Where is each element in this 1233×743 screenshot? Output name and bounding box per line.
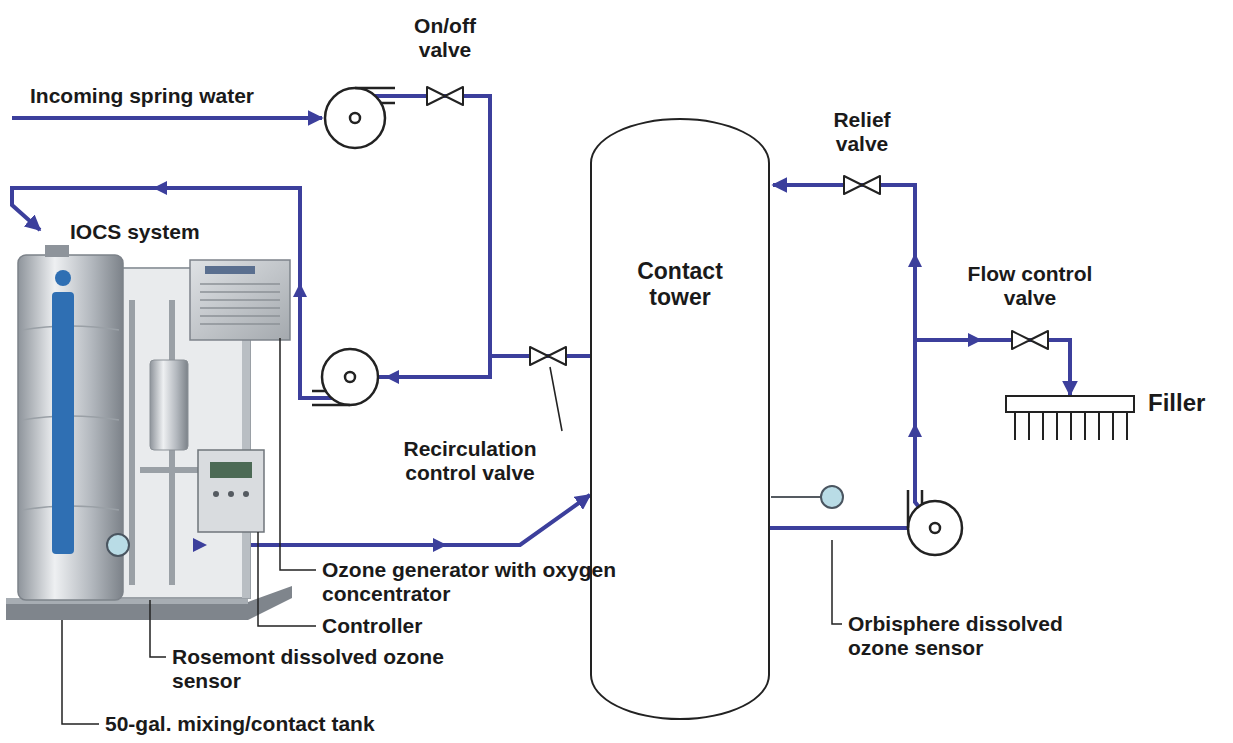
pump-hub bbox=[930, 523, 940, 533]
tank-cap bbox=[45, 245, 69, 257]
equipment-block: IOCS system bbox=[40, 215, 290, 610]
valve-label: Relief valve bbox=[817, 108, 907, 156]
sensor-label: Orbisphere dissolved ozone sensor bbox=[848, 612, 1128, 660]
leader-line bbox=[150, 600, 166, 657]
pump-hub bbox=[350, 113, 360, 123]
pump-hub bbox=[345, 372, 355, 382]
valve-symbol bbox=[862, 176, 880, 194]
node-label: Contact tower bbox=[625, 258, 735, 311]
node-label: Filler bbox=[1148, 389, 1205, 417]
leader-line bbox=[550, 367, 562, 431]
valve-symbol bbox=[844, 176, 862, 194]
generator-panel bbox=[205, 266, 255, 274]
pump-symbol bbox=[908, 501, 962, 555]
controller-display bbox=[210, 462, 252, 478]
flow-arrow bbox=[385, 370, 399, 384]
inlet-pipe bbox=[12, 116, 322, 120]
valve-label: Flow control valve bbox=[940, 262, 1120, 310]
sensor-symbol bbox=[107, 534, 129, 556]
tank-logo bbox=[55, 270, 71, 286]
skid-piping bbox=[132, 300, 198, 585]
pipe-connector bbox=[770, 340, 1070, 528]
controller-box bbox=[198, 450, 264, 532]
valve-symbol bbox=[445, 87, 463, 105]
valve-symbol bbox=[1012, 331, 1030, 349]
pump-outlet bbox=[908, 490, 922, 528]
leader-line bbox=[62, 620, 99, 724]
leader-line bbox=[258, 532, 316, 626]
controller-button bbox=[213, 491, 219, 497]
flow-arrow bbox=[433, 538, 447, 552]
oxygen-concentrator bbox=[150, 360, 188, 450]
node-label: IOCS system bbox=[70, 220, 200, 244]
valve-symbol bbox=[1030, 331, 1048, 349]
valve-symbol bbox=[427, 87, 445, 105]
flow-arrow bbox=[908, 423, 922, 437]
part-label: Ozone generator with oxygen concentrator bbox=[322, 558, 622, 606]
controller-button bbox=[228, 491, 234, 497]
filler-head: Filler bbox=[1005, 395, 1135, 413]
flow-arrow bbox=[968, 333, 982, 347]
contact-tower: Contact tower bbox=[590, 118, 770, 720]
flow-arrow bbox=[293, 283, 307, 297]
iocs-skid bbox=[6, 245, 292, 620]
pump-symbol bbox=[322, 349, 378, 405]
generator-vents bbox=[200, 284, 280, 324]
flow-arrow bbox=[193, 538, 207, 552]
leader-line bbox=[280, 338, 316, 570]
valve-label: On/off valve bbox=[395, 14, 495, 62]
pump-symbol bbox=[325, 88, 385, 148]
sensor-symbol bbox=[821, 486, 843, 508]
part-label: 50-gal. mixing/contact tank bbox=[105, 712, 375, 736]
pump-outlet bbox=[355, 88, 395, 103]
valve-label: Recirculation control valve bbox=[380, 437, 560, 485]
pump-outlet bbox=[312, 391, 350, 405]
leader-line bbox=[832, 540, 842, 624]
controller-button bbox=[243, 491, 249, 497]
valve-symbol bbox=[530, 347, 548, 365]
flow-arrow bbox=[908, 253, 922, 267]
valve-symbol bbox=[548, 347, 566, 365]
pipe-connector bbox=[290, 495, 590, 545]
inlet-label: Incoming spring water bbox=[30, 84, 254, 108]
flow-arrow bbox=[153, 181, 167, 195]
ozone-generator bbox=[190, 260, 290, 340]
sensor-stem bbox=[771, 496, 821, 498]
sensor-label: Rosemont dissolved ozone sensor bbox=[172, 645, 452, 693]
flow-arrows bbox=[153, 181, 982, 552]
tank-band bbox=[52, 292, 74, 554]
relief-pipe bbox=[773, 185, 915, 340]
supply-pipe bbox=[370, 96, 490, 377]
part-label: Controller bbox=[322, 614, 422, 638]
filler-nozzles bbox=[1015, 413, 1127, 440]
